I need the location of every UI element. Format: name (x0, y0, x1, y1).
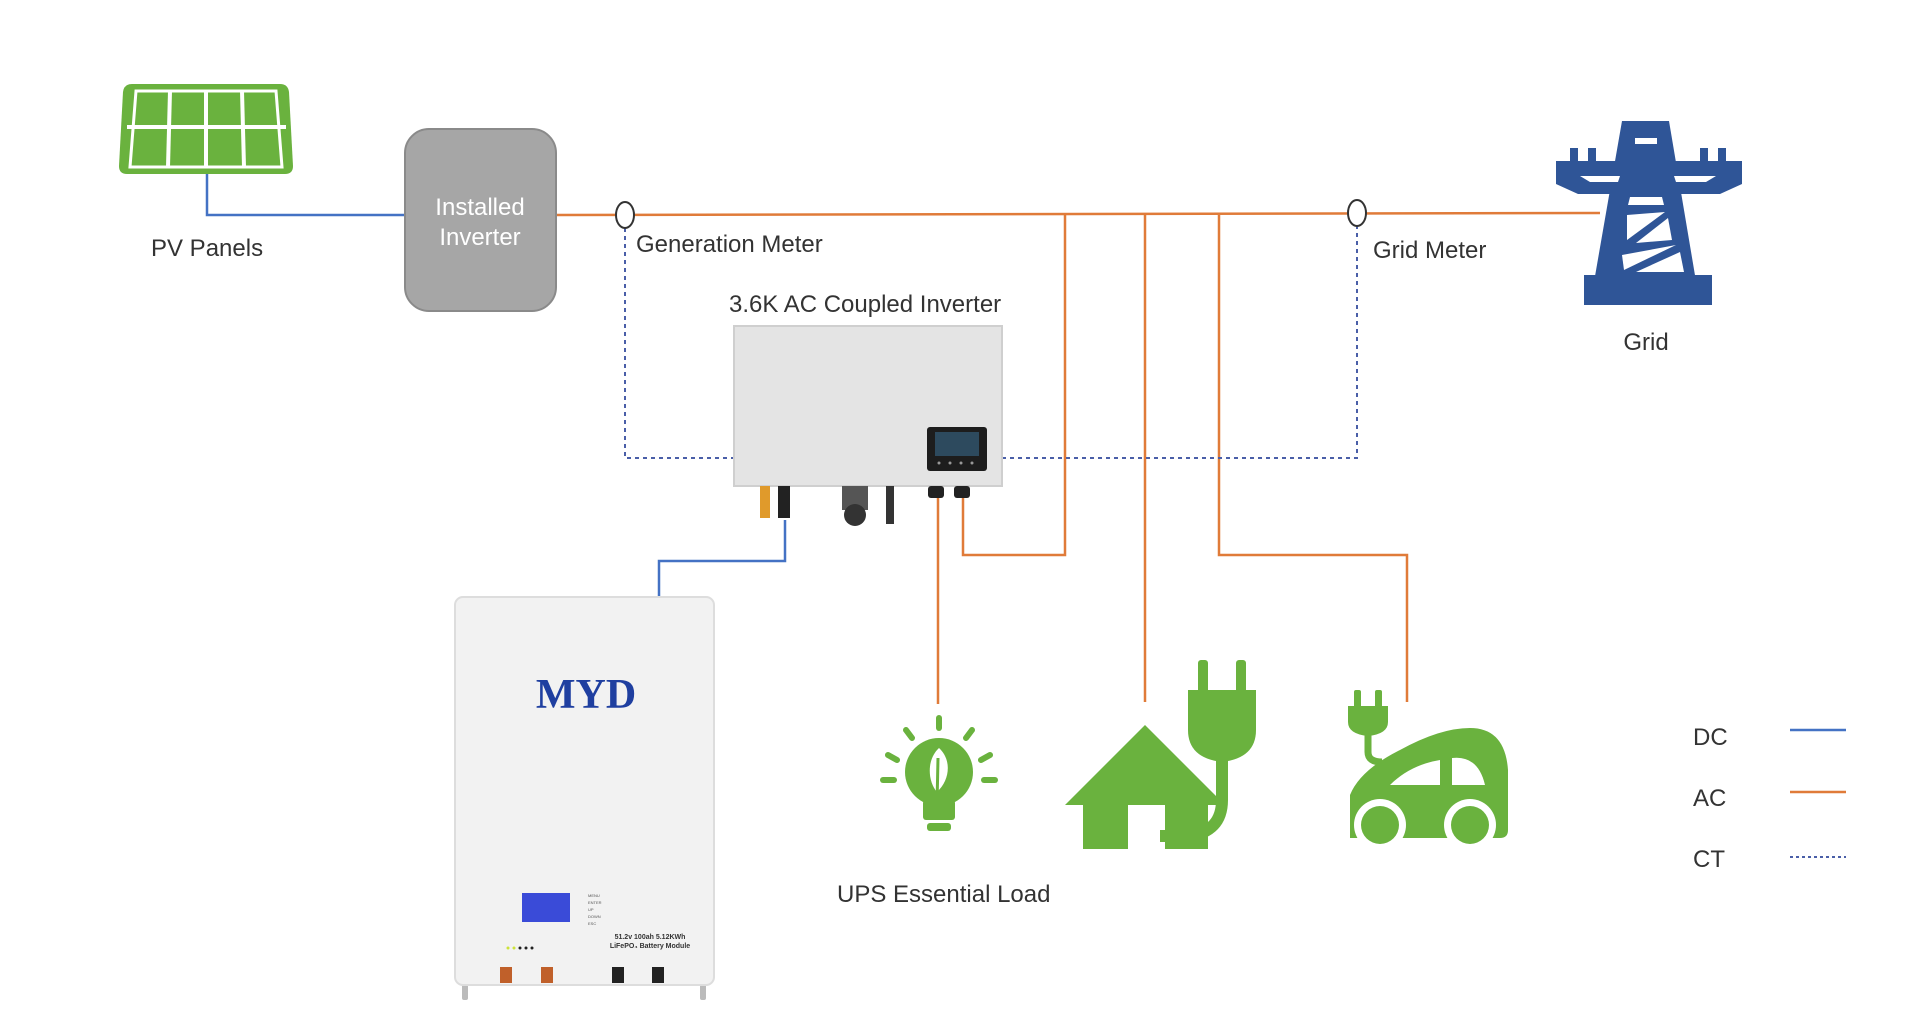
battery-display (522, 893, 570, 922)
battery-module: MYD MENU ENTER UP DOWN ESC 51.2v 100ah 5… (454, 596, 715, 1000)
ups-load-label: UPS Essential Load (837, 881, 1050, 908)
electric-car-icon (1348, 690, 1508, 851)
dc-line-battery (657, 520, 787, 597)
svg-text:ENTER: ENTER (588, 900, 602, 905)
svg-text:MENU: MENU (588, 893, 600, 898)
transmission-tower-icon (1556, 121, 1742, 305)
pv-panels-label: PV Panels (151, 235, 263, 262)
ac-inverter-label: 3.6K AC Coupled Inverter (729, 291, 1001, 318)
installed-inverter-label-2: Inverter (439, 224, 520, 251)
ct-lines (624, 226, 1358, 459)
house-plug-icon (1065, 660, 1256, 849)
legend: DC AC CT (1693, 724, 1846, 873)
battery-spec-2: LiFePO₄ Battery Module (610, 943, 690, 950)
generation-meter-icon (615, 201, 635, 229)
battery-brand-logo: MYD (536, 672, 636, 718)
dc-line-pv (205, 174, 405, 217)
installed-inverter-label-1: Installed (435, 194, 524, 221)
grid-meter-label: Grid Meter (1373, 237, 1486, 264)
legend-dc-label: DC (1693, 724, 1728, 751)
svg-text:UP: UP (588, 907, 594, 912)
svg-text:DOWN: DOWN (588, 914, 601, 919)
grid-meter-icon (1347, 199, 1367, 227)
legend-ct-label: CT (1693, 846, 1725, 873)
svg-text:ESC: ESC (588, 921, 596, 926)
installed-inverter-box (404, 128, 557, 312)
solar-panel-icon (119, 84, 293, 174)
grid-label: Grid (1623, 329, 1668, 356)
ac-coupled-inverter (733, 325, 1003, 526)
ac-lines (555, 211, 1601, 704)
lightbulb-icon (880, 715, 998, 831)
legend-ac-label: AC (1693, 785, 1726, 812)
battery-spec-1: 51.2v 100ah 5.12KWh (615, 934, 686, 941)
generation-meter-label: Generation Meter (636, 231, 823, 258)
